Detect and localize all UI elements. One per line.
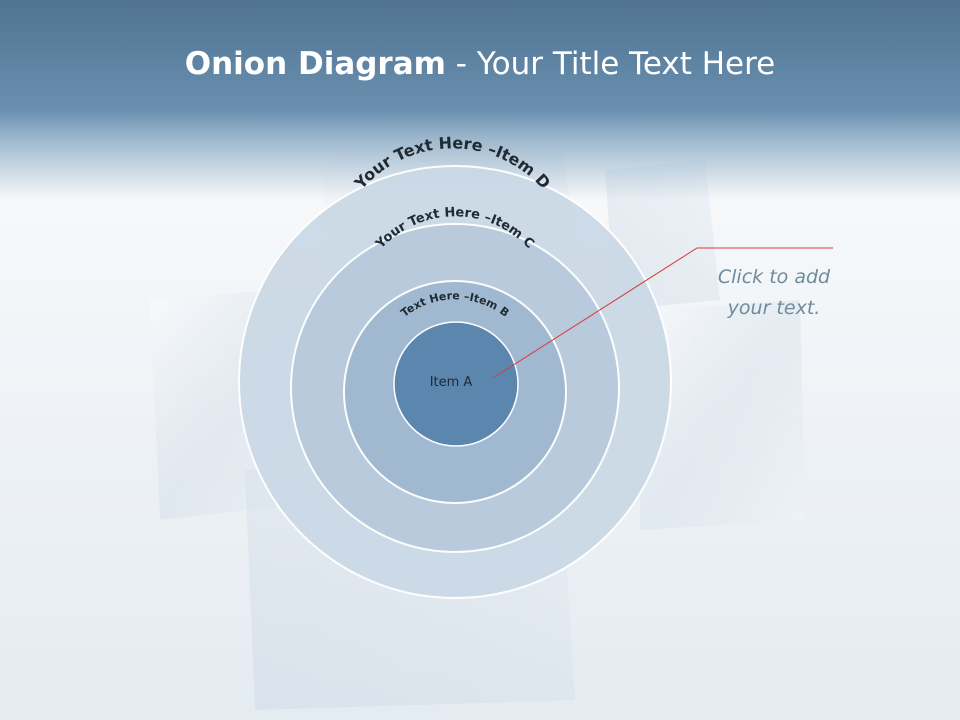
- slide-title[interactable]: Onion Diagram - Your Title Text Here: [0, 46, 960, 82]
- callout-text-placeholder[interactable]: Click to add your text.: [680, 262, 868, 324]
- title-rest: - Your Title Text Here: [445, 46, 776, 82]
- callout-line-1: Click to add: [717, 266, 831, 288]
- label-item-a: Item A: [430, 375, 473, 390]
- title-bold: Onion Diagram: [184, 46, 446, 82]
- callout-leader-line: [492, 247, 833, 379]
- callout-line-2: your text.: [727, 297, 821, 319]
- onion-layer-a[interactable]: [393, 321, 519, 447]
